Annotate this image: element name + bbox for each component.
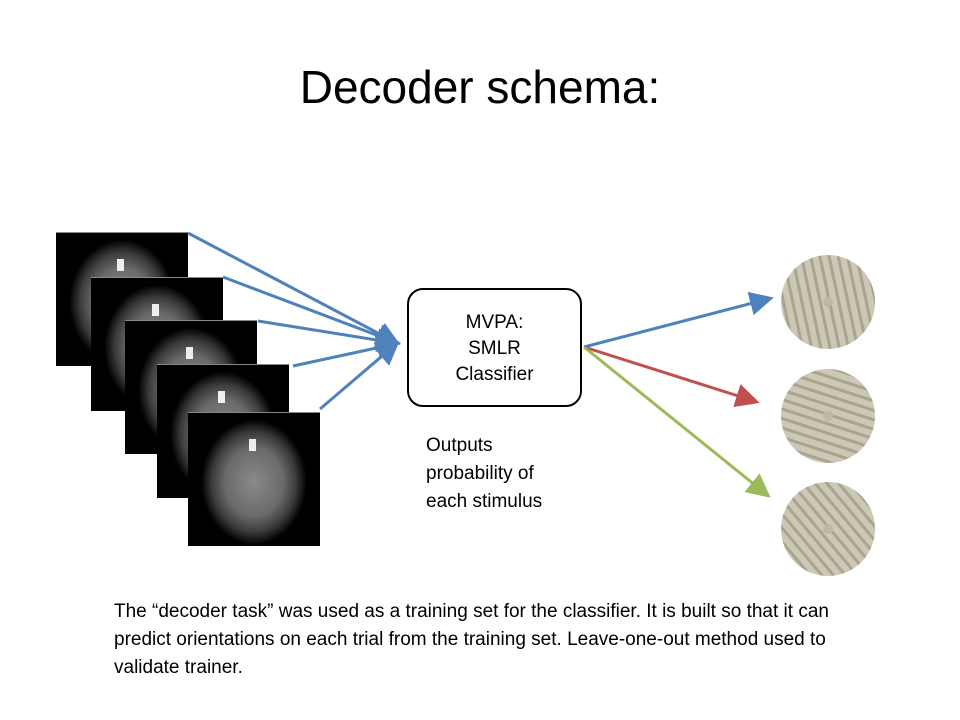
classifier-line-1: MVPA:: [465, 312, 524, 333]
classifier-line-2: SMLR: [468, 338, 521, 359]
grating-oblique: [781, 482, 875, 576]
output-arrow-green: [583, 345, 771, 498]
input-arrow-4: [292, 336, 401, 368]
slide-title: Decoder schema:: [299, 61, 661, 113]
grating-horizontal: [781, 369, 875, 463]
grating-vertical: [781, 255, 875, 349]
brain-scan-image-5: [188, 412, 320, 546]
input-arrow-1: [187, 231, 401, 345]
input-arrow-5: [319, 341, 400, 411]
outputs-note-text: Outputs probability of each stimulus: [426, 435, 543, 512]
output-arrow-red: [583, 345, 760, 407]
output-arrow-blue: [583, 291, 774, 349]
classifier-line-3: Classifier: [455, 364, 534, 385]
input-arrow-3: [257, 319, 401, 352]
outputs-note: Outputs probability of each stimulus: [426, 432, 576, 516]
input-arrow-2: [222, 275, 401, 347]
caption: The “decoder task” was used as a trainin…: [114, 601, 829, 678]
classifier-box: MVPA: SMLR Classifier: [407, 288, 582, 407]
